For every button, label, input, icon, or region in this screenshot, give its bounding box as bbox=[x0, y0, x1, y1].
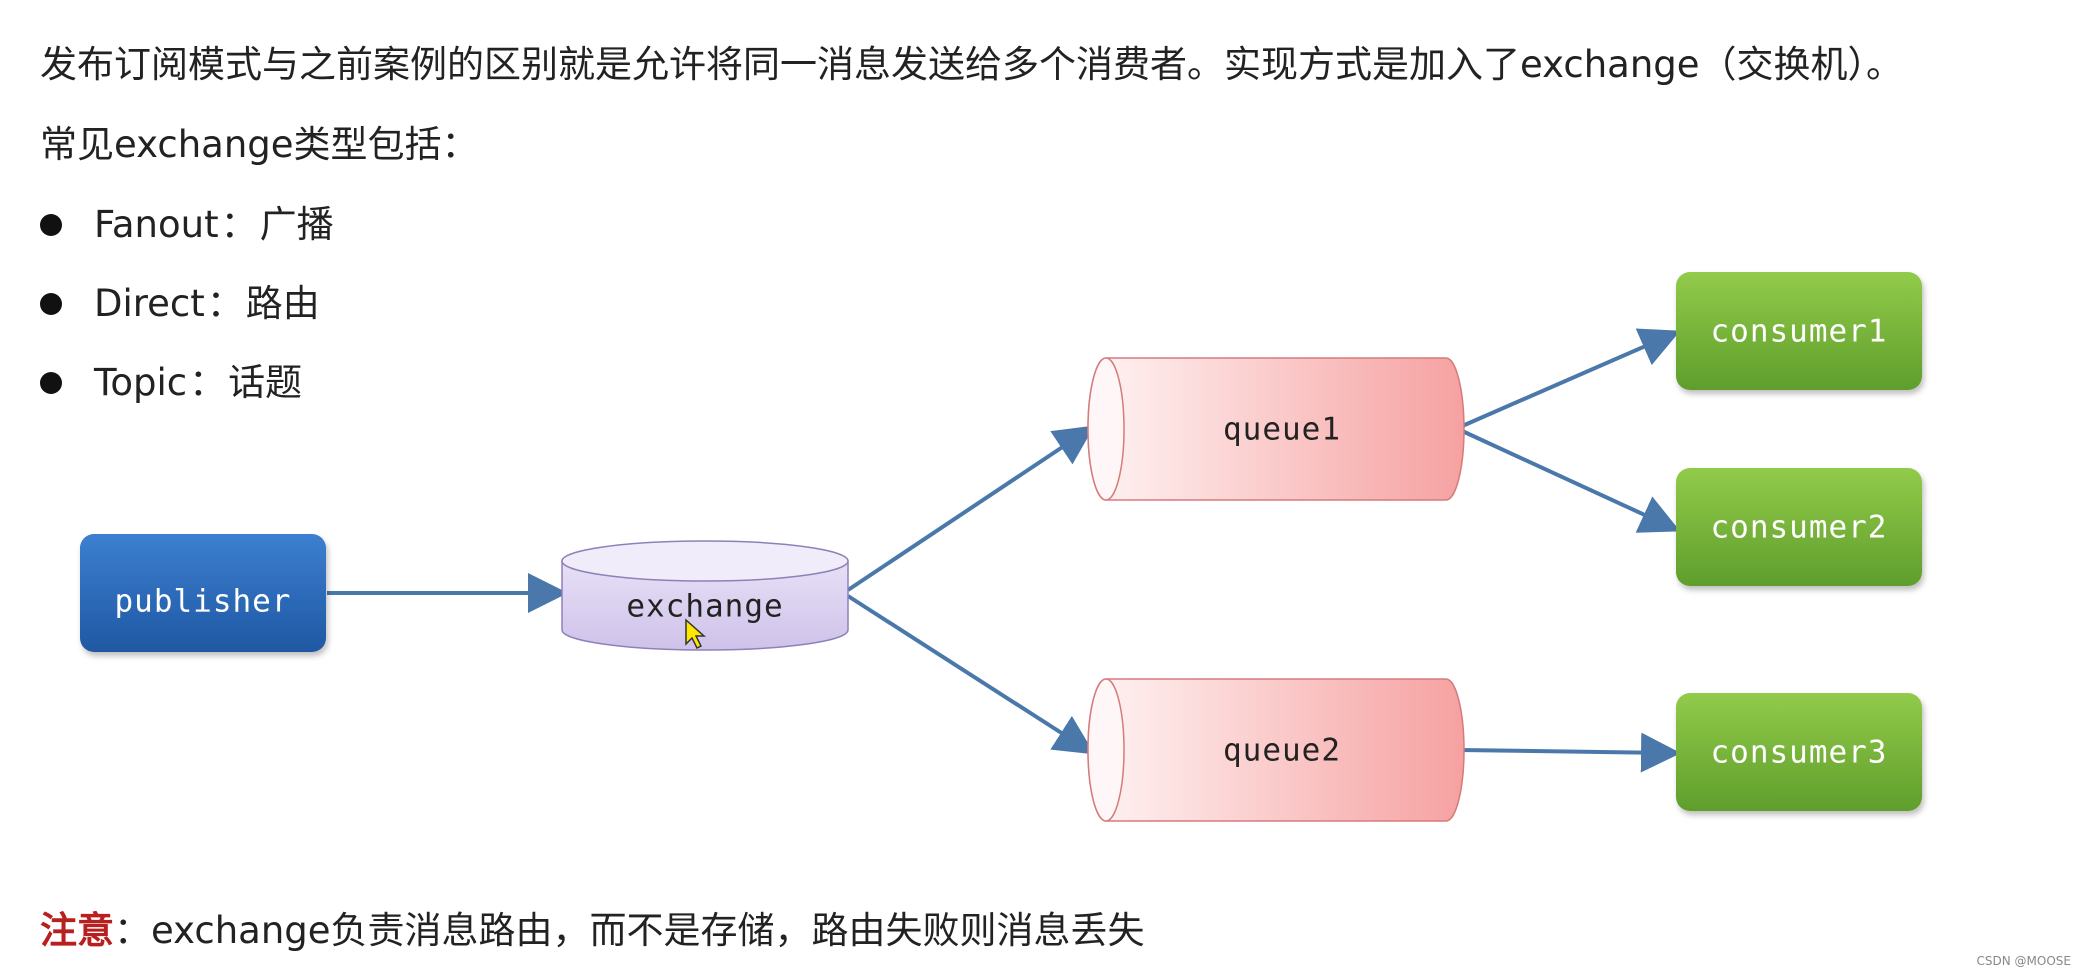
exchange-type-sep: ： bbox=[189, 361, 227, 404]
publisher-label: publisher bbox=[115, 584, 292, 620]
queue2-node bbox=[1087, 678, 1465, 822]
arrow-exchange-queue1 bbox=[846, 425, 1095, 592]
consumer3-label: consumer3 bbox=[1711, 735, 1888, 771]
diagram-arrows bbox=[327, 328, 1681, 773]
bullet-icon bbox=[40, 293, 62, 315]
bullet-icon bbox=[40, 372, 62, 394]
arrow-queue2-consumer3 bbox=[1459, 732, 1681, 773]
exchange-type-name: Direct bbox=[94, 282, 205, 325]
exchange-type-name: Fanout bbox=[94, 203, 219, 246]
exchange-type-name: Topic bbox=[94, 361, 188, 404]
exchange-type-desc: 广播 bbox=[259, 203, 334, 246]
consumer1-label: consumer1 bbox=[1711, 314, 1888, 350]
consumer2-label: consumer2 bbox=[1711, 510, 1888, 546]
queue2-label: queue2 bbox=[1223, 733, 1341, 769]
exchange-label: exchange bbox=[626, 589, 783, 625]
exchange-type-desc: 话题 bbox=[228, 361, 303, 404]
consumer2-node bbox=[1676, 468, 1922, 586]
arrow-queue1-consumer2 bbox=[1459, 428, 1681, 533]
exchange-type-direct: Direct ： 路由 bbox=[40, 279, 320, 329]
exchange-type-sep: ： bbox=[206, 282, 244, 325]
exchange-type-fanout: Fanout ： 广播 bbox=[40, 200, 334, 250]
intro-line-2: 常见exchange类型包括： bbox=[40, 123, 479, 166]
arrow-queue1-consumer1 bbox=[1459, 328, 1681, 429]
exchange-node bbox=[561, 540, 849, 651]
exchange-type-sep: ： bbox=[220, 203, 258, 246]
arrow-exchange-queue2 bbox=[846, 594, 1095, 755]
note-line: 注意：exchange负责消息路由，而不是存储，路由失败则消息丢失 bbox=[40, 906, 1145, 956]
intro-line-1: 发布订阅模式与之前案例的区别就是允许将同一消息发送给多个消费者。实现方式是加入了… bbox=[40, 43, 1904, 86]
queue1-node bbox=[1087, 357, 1465, 501]
note-label: 注意 bbox=[40, 909, 114, 952]
consumer1-node bbox=[1676, 272, 1922, 390]
exchange-type-desc: 路由 bbox=[245, 282, 320, 325]
consumer3-node bbox=[1676, 693, 1922, 811]
publisher-node bbox=[80, 534, 326, 652]
note-sep: ： bbox=[114, 909, 151, 952]
cursor-icon bbox=[685, 618, 706, 650]
bullet-icon bbox=[40, 214, 62, 236]
queue1-label: queue1 bbox=[1223, 412, 1341, 448]
note-text: exchange负责消息路由，而不是存储，路由失败则消息丢失 bbox=[151, 909, 1145, 952]
watermark: CSDN @MOOSE bbox=[1976, 954, 2071, 968]
exchange-type-topic: Topic ： 话题 bbox=[40, 358, 302, 408]
